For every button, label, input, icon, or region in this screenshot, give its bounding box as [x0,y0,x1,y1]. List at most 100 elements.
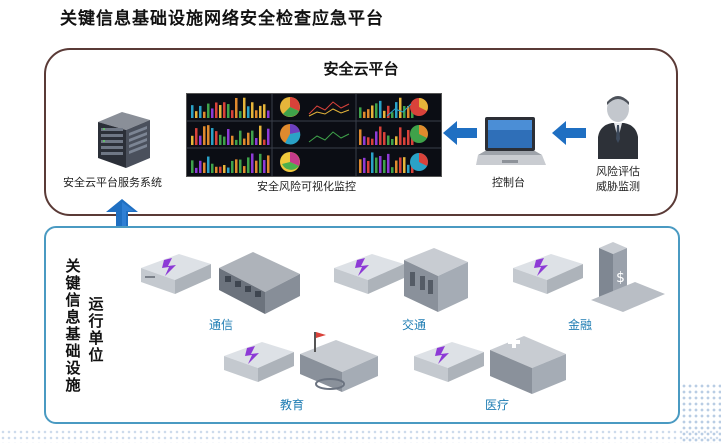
dashboard-bar [371,105,374,118]
dashboard-bar [375,157,378,173]
dashboard-bar [395,102,398,118]
dashboard-bar [395,136,398,145]
dashboard-bar [243,97,246,118]
dashboard-bar [203,126,206,145]
dashboard-bar [379,126,382,145]
dashboard-bar [227,167,230,173]
analyst-person-icon [598,96,638,159]
dashboard-bar [363,136,366,145]
dashboard-bar [363,111,366,118]
dashboard-bar [219,166,222,173]
decorative-dot-corner [681,383,721,443]
dashboard-bar [255,137,258,145]
dashboard-bar [239,159,242,173]
dashboard-bar [403,105,406,118]
dashboard-bar [359,107,362,118]
sector-transport-label: 交通 [402,318,427,332]
server-rack-icon [98,112,150,168]
dashboard-bar [255,110,258,118]
dashboard-bar [191,105,194,118]
decorative-dot-strip [0,429,721,443]
dashboard-bar [399,127,402,145]
dashboard-bar [263,160,266,173]
dashboard-bar [403,137,406,145]
dashboard-bar [407,130,410,145]
dashboard-bar [259,105,262,118]
dashboard-bar [235,159,238,173]
dashboard-bar [251,130,254,145]
dashboard-bar [399,97,402,118]
dashboard-bar [223,136,226,145]
dashboard-bar [407,105,410,118]
sector-medical-label: 医疗 [485,398,510,412]
infrastructure-vertical-subtitle: 运行单位 [88,295,104,364]
dashboard-bar [195,167,198,173]
dashboard-bar [203,111,206,118]
sector-education-label: 教育 [280,398,305,412]
dashboard-bar [211,128,214,145]
dashboard-bar [191,160,194,173]
dashboard-bar [387,105,390,118]
dashboard-bar [255,160,258,173]
dashboard-bar [227,104,230,118]
sector-transport-graphic [334,248,468,312]
dashboard-bar [395,160,398,173]
dashboard-bar [195,111,198,118]
svg-text:$: $ [616,270,625,286]
dashboard-bar [191,135,194,145]
dashboard-bar [203,162,206,173]
dashboard-bar [391,167,394,173]
dashboard-bar [391,112,394,118]
dashboard-bar [375,131,378,145]
dashboard-bar [235,139,238,145]
dashboard-bar [231,110,234,118]
sector-finance-graphic: $ [513,242,665,312]
flow-arrow-left-icon [443,121,477,145]
dashboard-bar [231,160,234,173]
dashboard-bar [215,131,218,145]
user-role-label-line1: 风险评估 [596,165,640,178]
dashboard-bar [399,157,402,173]
dashboard-bar [367,109,370,118]
dashboard-bar [359,159,362,173]
dashboard-bar [247,157,250,173]
dashboard-bar [207,103,210,118]
dashboard-bar [211,108,214,118]
dashboard-bar [359,129,362,145]
dashboard-bar [251,102,254,118]
user-role-label-line2: 威胁监测 [596,180,640,193]
dashboard-bar [207,156,210,173]
sector-education-graphic [224,332,378,392]
dashboard-bar [267,128,270,145]
dashboard-bar [371,138,374,145]
dashboard-bar [223,165,226,173]
dashboard-bar [379,100,382,118]
dashboard-bar [247,132,250,145]
infrastructure-vertical-title: 关键信息基础设施 [65,257,81,394]
dashboard-bar [383,132,386,145]
dashboard-bar [199,160,202,173]
dashboard-bar [239,130,242,145]
flow-arrow-left-icon [552,121,586,145]
server-system-label: 安全云平台服务系统 [63,176,162,189]
dashboard-bar [243,138,246,145]
risk-visual-monitor-label: 安全风险可视化监控 [257,180,356,193]
dashboard-bar [239,111,242,118]
dashboard-bar [367,160,370,173]
dashboard-bar [195,128,198,145]
dashboard-bar [259,153,262,173]
dashboard-bar [251,153,254,173]
dashboard-bar [223,102,226,118]
dashboard-bar [215,102,218,118]
sector-medical-graphic [414,336,566,394]
sector-telecom-label: 通信 [209,318,234,332]
dashboard-bar [259,125,262,145]
dashboard-screens-graphic [187,94,441,176]
dashboard-bar [367,137,370,145]
laptop-console-icon [476,117,546,165]
dashboard-bar [407,164,410,173]
dashboard-bar [199,105,202,118]
dashboard-bar [387,135,390,145]
dashboard-bar [383,110,386,118]
dashboard-bar [211,163,214,173]
